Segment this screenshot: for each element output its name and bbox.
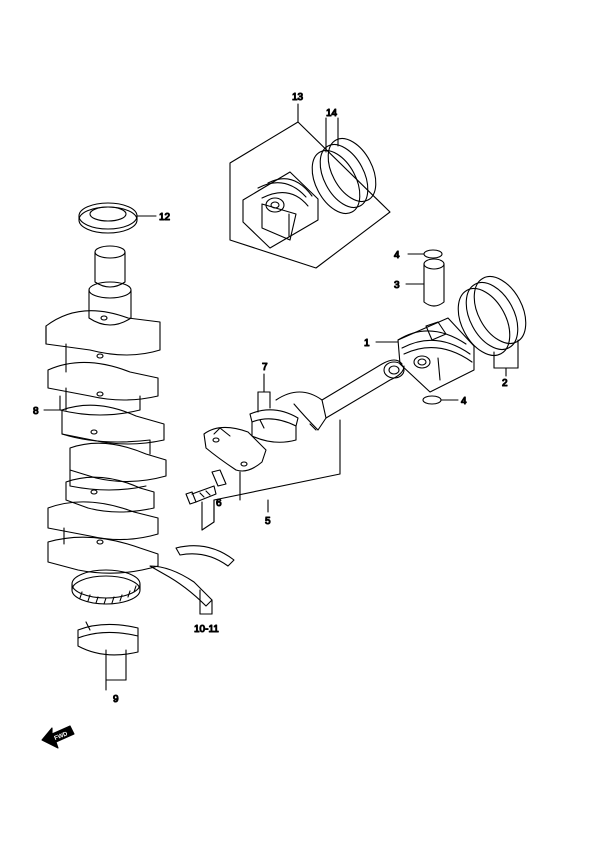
connecting-rod-5 — [185, 359, 405, 531]
piston-kit-box — [229, 103, 391, 269]
piston-1 — [375, 317, 475, 393]
callout-7: 7 — [262, 362, 268, 373]
callout-10-11: 10-11 — [194, 624, 219, 635]
callout-2: 2 — [502, 378, 508, 389]
callout-8: 8 — [33, 406, 39, 417]
callout-4-bottom: 4 — [461, 396, 467, 407]
conrod-bearing-7 — [249, 373, 299, 443]
callout-12: 12 — [159, 212, 171, 223]
callout-1: 1 — [364, 338, 370, 349]
callout-3: 3 — [394, 280, 400, 291]
oil-seal-12 — [78, 202, 157, 234]
fwd-label: FWD — [54, 731, 70, 742]
callout-9: 9 — [113, 694, 119, 705]
forward-arrow-icon: FWD — [41, 725, 75, 749]
callout-13: 13 — [292, 92, 304, 103]
pin-clip-4-top — [407, 249, 443, 259]
thrust-washers-10-11 — [149, 545, 235, 615]
crankshaft-8 — [43, 245, 167, 605]
callout-14: 14 — [326, 108, 338, 119]
callout-6: 6 — [216, 498, 222, 509]
piston-rings-14 — [311, 117, 377, 215]
callout-4-top: 4 — [394, 250, 400, 261]
piston-pin-3 — [405, 258, 445, 307]
pin-clip-4-bottom — [422, 395, 459, 405]
piston-in-box-13 — [242, 171, 319, 249]
piston-rings-2 — [457, 276, 527, 377]
callout-5: 5 — [265, 516, 271, 527]
main-bearing-9 — [77, 621, 139, 691]
